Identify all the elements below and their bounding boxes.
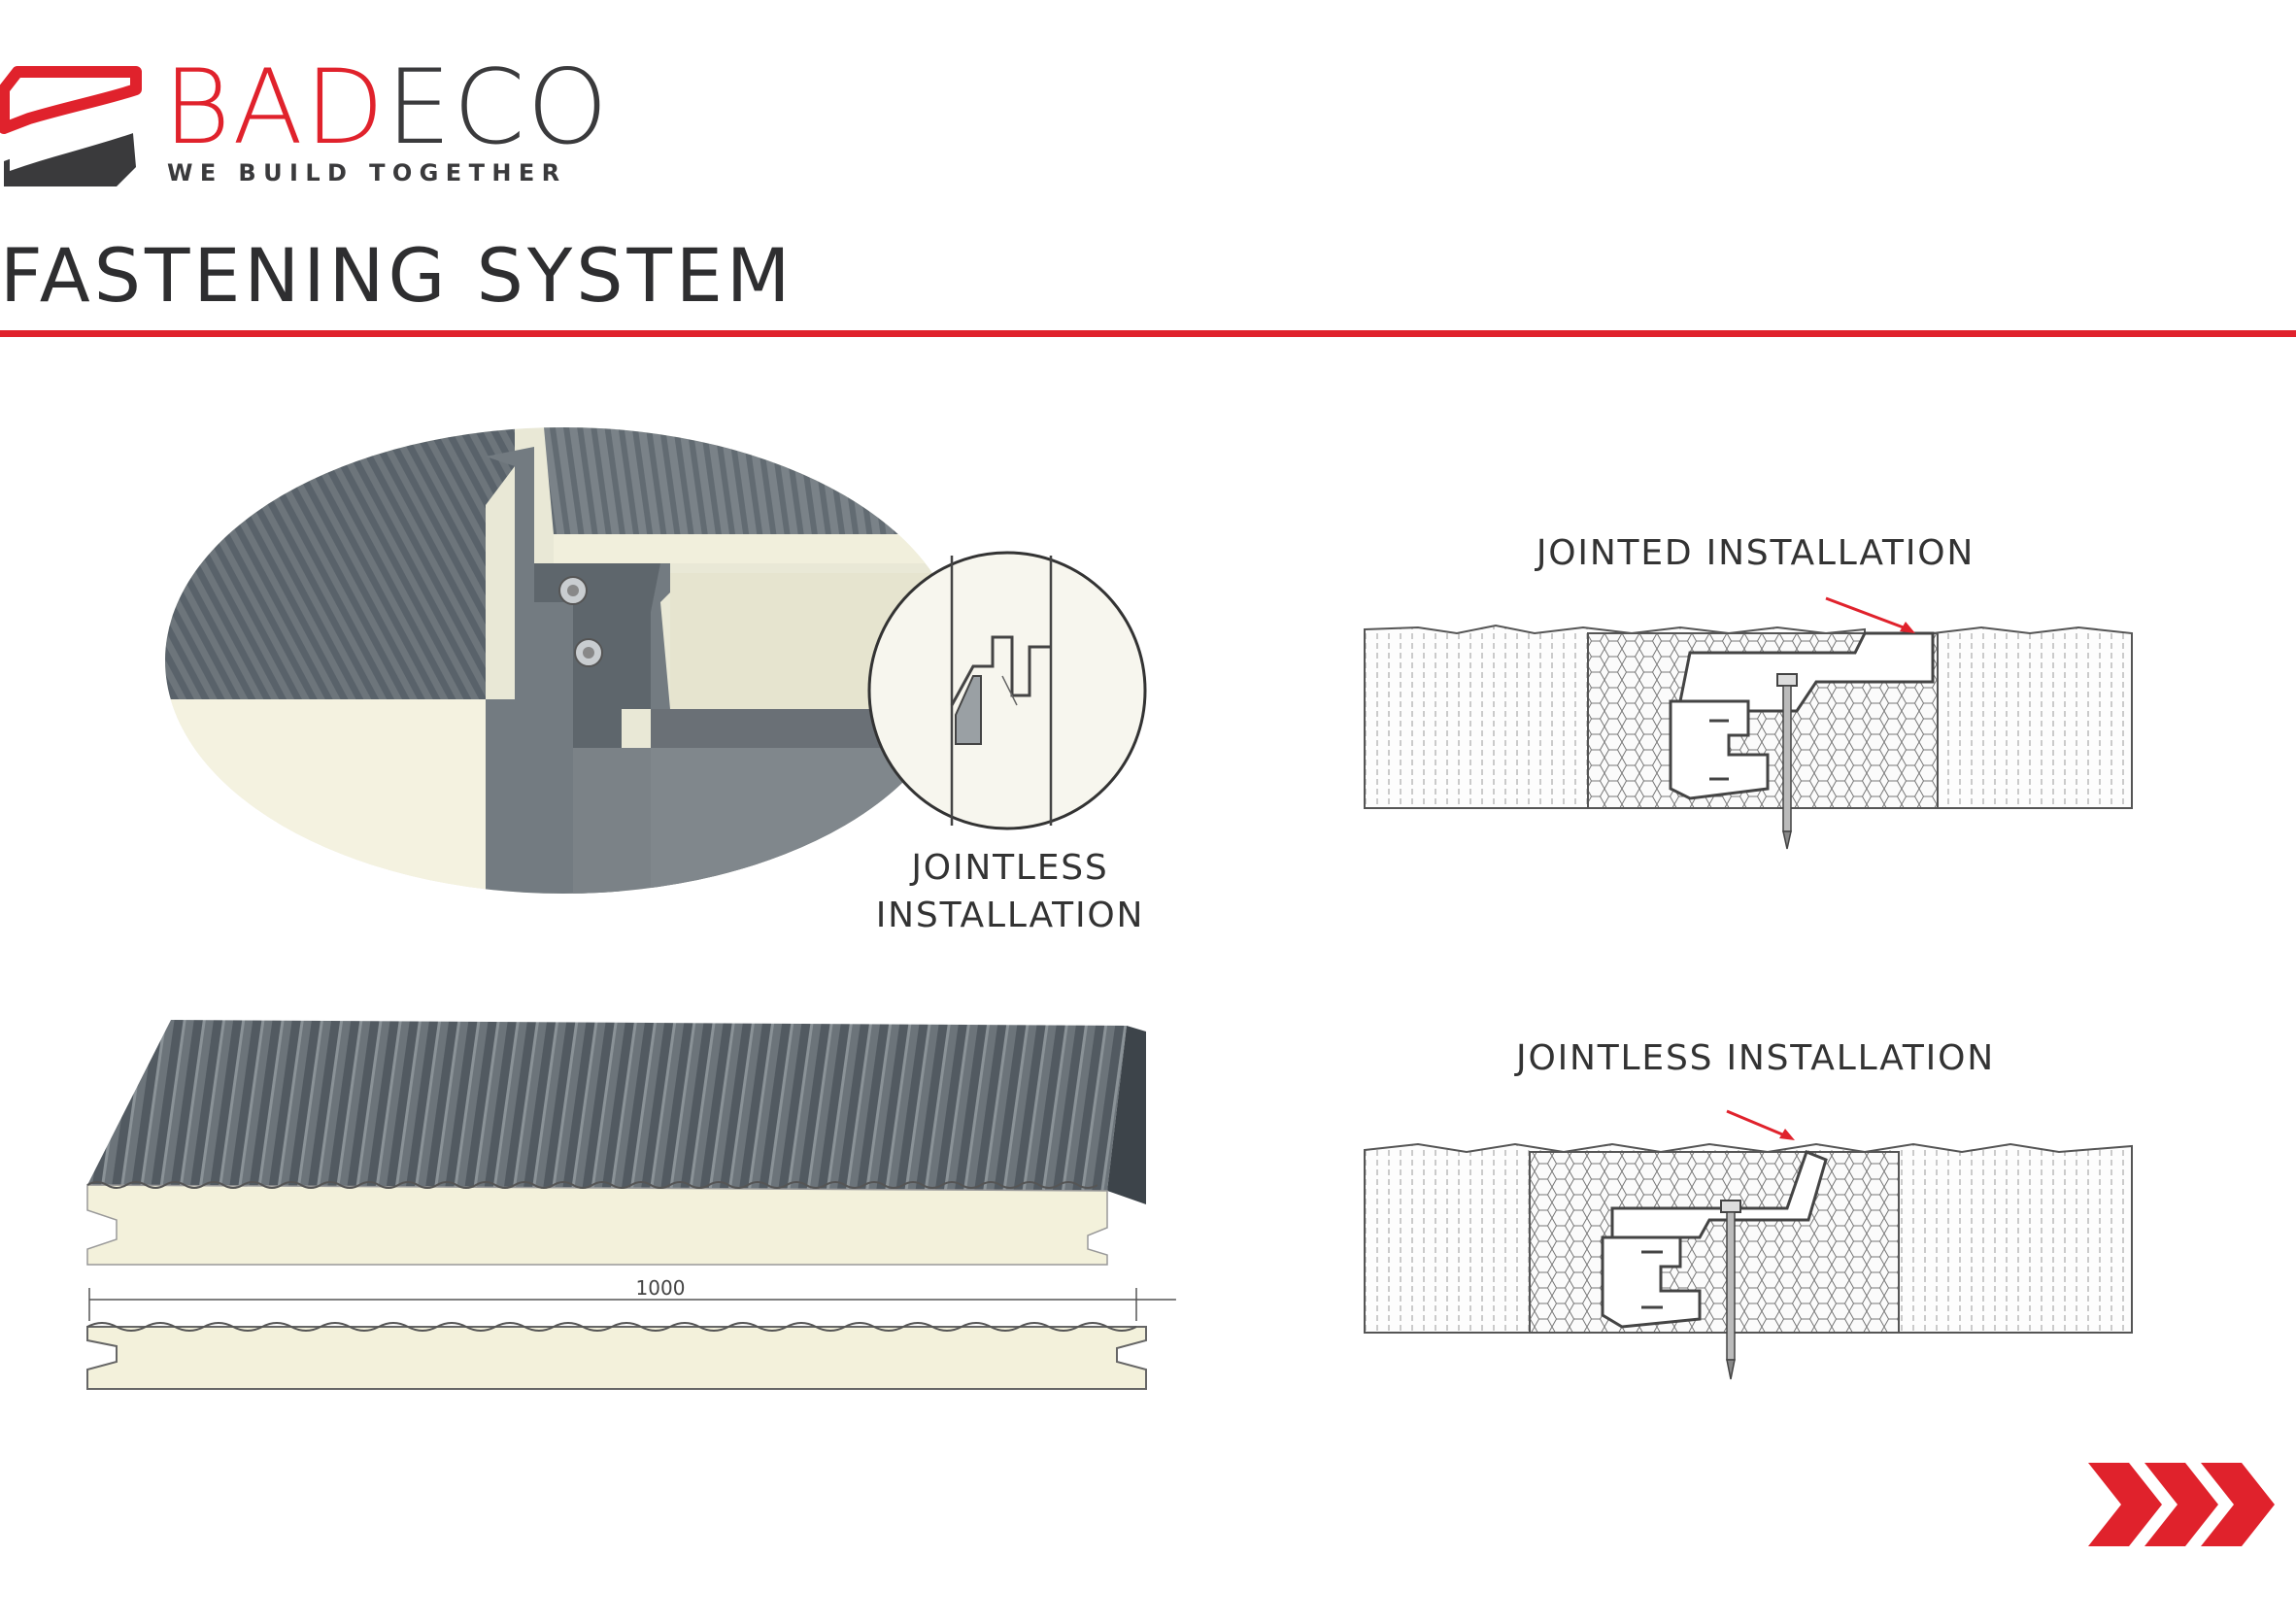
joint-detail-inset — [867, 551, 1147, 830]
brand-name-part1: BAD — [163, 48, 387, 167]
photo-caption: JOINTLESS INSTALLATION — [875, 848, 1145, 935]
brand-logo-icon — [0, 66, 142, 186]
brand-tagline: WE BUILD TOGETHER — [167, 159, 567, 186]
jointed-caption: JOINTED INSTALLATION — [1536, 533, 1975, 573]
panel-profile-drawing: 1000 — [86, 1020, 1176, 1390]
brand-name: BADECO — [163, 56, 610, 159]
dimension-label: 1000 — [636, 1276, 686, 1300]
page-title: FASTENING SYSTEM — [0, 232, 794, 319]
brand-name-part2: ECO — [386, 48, 610, 167]
jointless-caption: JOINTLESS INSTALLATION — [1516, 1038, 1995, 1078]
jointed-installation-diagram — [1364, 596, 2133, 850]
next-chevrons-icon[interactable] — [2088, 1463, 2282, 1546]
title-divider — [0, 330, 2296, 337]
jointless-installation-diagram — [1364, 1109, 2133, 1380]
